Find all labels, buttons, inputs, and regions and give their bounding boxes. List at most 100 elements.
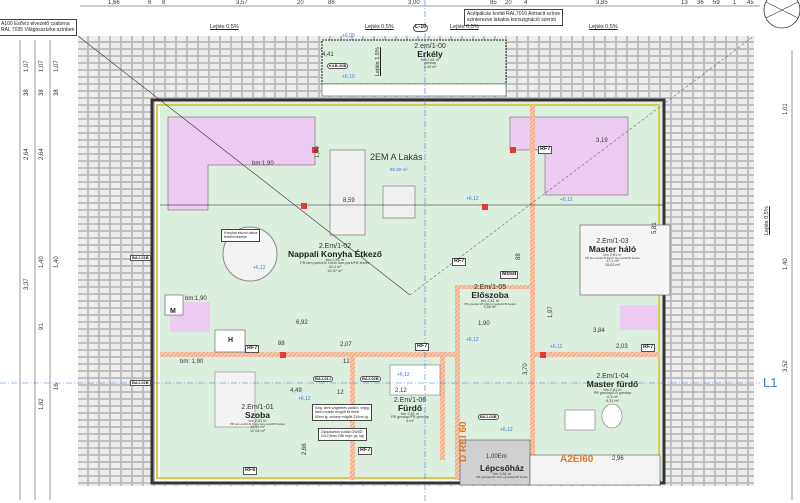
left-dim: 38 xyxy=(24,89,30,96)
left-dim: 91 xyxy=(39,323,45,330)
room-area: 11,95 m² xyxy=(250,425,265,430)
slope-label: Lejtés 0,5% xyxy=(764,206,770,235)
plan-dim: 3,84 xyxy=(593,328,605,334)
right-dim: 3,52 xyxy=(783,360,789,372)
room-height: bm:2,81 m xyxy=(421,57,439,62)
railing-note: Acélpálcás korlát RAL7016 Antracit színr… xyxy=(464,9,564,26)
level-mark: +6,12 xyxy=(466,337,479,343)
top-dim: 6 xyxy=(148,0,152,6)
room-area-net: 6,31 m² xyxy=(606,398,619,403)
left-dim: 1,07 xyxy=(54,60,60,72)
room-name: Master fürdő xyxy=(586,379,639,389)
top-dim: 86 xyxy=(328,0,335,6)
gutter-note: A100 Esővíz elvezető csatorna RAL 7035 V… xyxy=(0,19,78,36)
level-mark: +6,12 xyxy=(298,396,311,402)
room-area: 6,3 m² xyxy=(607,395,618,400)
room-finish: PB greslap/FB greslap xyxy=(391,415,429,420)
plan-dim: 2,12 xyxy=(395,388,407,394)
note-line: falon mosdó mögött és felett xyxy=(315,410,359,415)
top-dim: 59 xyxy=(713,0,720,6)
door-tag[interactable]: BAJ-02B xyxy=(360,376,381,382)
rf-tag: Mosd xyxy=(500,271,519,279)
top-dim: 8 xyxy=(162,0,166,6)
room-eloszoba: 2.Em/1-05 Előszoba bm 2,81 m PB greslap/… xyxy=(455,284,525,310)
balcony-dim: 4,41 xyxy=(322,52,334,58)
plan-dim: 88 xyxy=(278,341,285,347)
plan-dim: bm: 1,90 xyxy=(180,359,204,365)
note-line: Konyhai elszívó akna xyxy=(224,231,258,235)
door-tag[interactable]: KAB-20B xyxy=(327,63,349,69)
room-height: bm 2,81 m xyxy=(481,298,499,303)
room-erkely: 2.em/1-00 Erkély bm:2,81 m greslap 4,43 … xyxy=(400,43,460,70)
left-dim: 1,07 xyxy=(39,60,45,72)
room-height: bm 2,81 m xyxy=(248,418,267,423)
room-name: Nappali Konyha Étkező xyxy=(288,249,382,259)
rf-tag: RF7 xyxy=(245,345,260,353)
level-mark: +6,12 xyxy=(253,265,266,271)
room-lepcsohaz: Lépcsőház bm 2,81 m PB greslap/LB 10cm g… xyxy=(472,464,532,479)
fire-rating-label: D REI 60 xyxy=(458,421,469,462)
rf-tag: RF7 xyxy=(538,146,553,154)
room-id: 2.Em/1-05 xyxy=(473,284,507,291)
stair-width: 1,00Em xyxy=(486,454,507,460)
level-mark: +6,12 xyxy=(560,197,573,203)
level-mark: +6,12 xyxy=(466,196,479,202)
room-area: 40,4 m² xyxy=(328,265,342,270)
left-dim: 2,64 xyxy=(24,148,30,160)
rf-tag: RF7 xyxy=(358,447,373,455)
left-dim: 1,82 xyxy=(39,398,45,410)
plan-dim: 3,70 xyxy=(523,363,529,375)
plan-dim: 2,96 xyxy=(612,456,624,462)
rf-tag: RF7 xyxy=(641,344,656,352)
top-dim: 85 xyxy=(490,0,497,6)
room-area: 17,1 m² xyxy=(606,259,619,264)
room-id: 2.Em/1-04 xyxy=(596,373,629,380)
top-dim: 3,57 xyxy=(236,0,248,6)
room-szoba: 2.Em/1-01 Szoba bm 2,81 m PB lam.park/LB… xyxy=(220,404,295,434)
slope-label: Lejtés 0,5% xyxy=(210,24,239,30)
top-dim: 3,00 xyxy=(408,0,420,6)
room-finish: PB lam.park/LB 10cm lam.park/FB festés xyxy=(230,422,285,427)
plan-dim: 1,97 xyxy=(548,306,554,318)
plan-dim: 2,66 xyxy=(302,443,308,455)
door-tag[interactable]: BAJ-02B xyxy=(130,380,151,386)
room-finish: PB lam.park/LB 10cm lam.park/FB festés xyxy=(585,256,640,261)
plan-dim: 8,59 xyxy=(343,198,355,204)
room-height: bm 2,81 m xyxy=(603,252,622,257)
top-dim: 20 xyxy=(505,0,512,6)
right-dim: 1,40 xyxy=(783,258,789,270)
room-id: 2.em/1-00 xyxy=(414,43,446,50)
plan-dim: 2,07 xyxy=(340,342,352,348)
door-tag[interactable]: BAJ-04B xyxy=(478,414,499,420)
level-mark: +6,12 xyxy=(500,427,513,433)
room-id: 2.Em/1-01 xyxy=(241,404,274,411)
door-tag[interactable]: BAJ-01J xyxy=(313,376,334,382)
left-dim: 38 xyxy=(54,89,60,96)
door-tag[interactable]: BAJ-01B xyxy=(130,255,151,261)
kitchen-note: Konyhai elszívó akna felett kivezetve xyxy=(221,229,261,242)
slope-label: Lejtés 1,5% xyxy=(375,47,381,76)
plan-dim: 1,90 xyxy=(315,146,321,158)
level-mark: +6,10 xyxy=(342,74,355,80)
level-mark: +6,11 xyxy=(550,344,563,350)
note-line: Gipszkarton vízálló OWSD xyxy=(321,430,363,434)
rf-tag: RF7 xyxy=(452,258,467,266)
top-dim: 3,85 xyxy=(596,0,608,6)
note-line: A100 Esővíz elvezető csatorna xyxy=(1,21,70,27)
plan-dim: 6,92 xyxy=(296,320,308,326)
room-name: Előszoba xyxy=(471,290,509,300)
room-id: 2.Em/1-02 xyxy=(318,243,352,250)
left-dim: 1,07 xyxy=(24,60,30,72)
plan-dim: 5,81 xyxy=(652,222,658,234)
room-finish: PB greslap/LB 10cm greslap/FB festés xyxy=(476,475,528,480)
room-finish: greslap xyxy=(423,61,437,66)
room-name: Lépcsőház xyxy=(480,463,524,473)
room-area: 4,43 m² xyxy=(423,65,437,70)
axis-label-top: L-10 xyxy=(413,24,429,32)
top-dim: 1,66 xyxy=(108,0,120,6)
axis-label-right: L1 xyxy=(763,375,778,390)
room-height: bm 2,81 m xyxy=(401,411,419,416)
room-furdo: 2.Em/1-06 Fürdő bm 2,81 m PB greslap/FB … xyxy=(382,397,438,424)
